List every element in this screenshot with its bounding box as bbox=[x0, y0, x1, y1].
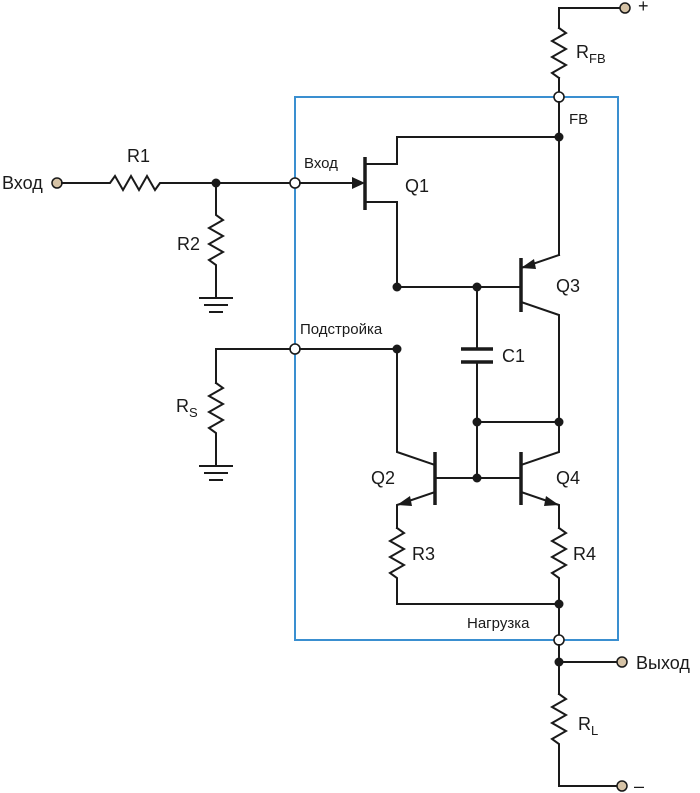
q2-label: Q2 bbox=[371, 468, 395, 488]
output-junction bbox=[554, 657, 564, 667]
q4-label: Q4 bbox=[556, 468, 580, 488]
negative-label: – bbox=[634, 776, 644, 793]
r2-label: R2 bbox=[177, 234, 200, 254]
output-terminal[interactable] bbox=[616, 656, 628, 668]
trim-external-wire bbox=[215, 348, 291, 384]
c1-label: C1 bbox=[502, 346, 525, 366]
input-terminal-label: Вход bbox=[2, 173, 43, 193]
q1-transistor bbox=[299, 136, 398, 288]
fb-pin[interactable] bbox=[553, 91, 565, 103]
ground-icon bbox=[199, 465, 233, 481]
rl-label: RL bbox=[578, 714, 598, 738]
r4-resistor bbox=[549, 526, 569, 605]
q3-transistor bbox=[519, 253, 561, 423]
q1-source-junction bbox=[392, 282, 402, 292]
c1-capacitor bbox=[461, 286, 493, 479]
rs-label: RS bbox=[176, 396, 198, 420]
input-terminal[interactable] bbox=[51, 177, 63, 189]
positive-terminal[interactable] bbox=[619, 2, 631, 14]
r2-resistor bbox=[206, 182, 226, 299]
rs-resistor bbox=[206, 381, 226, 467]
load-pin[interactable] bbox=[553, 634, 565, 646]
output-terminal-label: Выход bbox=[636, 653, 690, 673]
q4-transistor bbox=[519, 421, 560, 529]
trim-pin-label: Подстройка bbox=[300, 321, 383, 338]
rl-resistor bbox=[549, 692, 618, 787]
rfb-label: RFB bbox=[576, 42, 606, 66]
trim-pin[interactable] bbox=[289, 343, 301, 355]
load-pin-label: Нагрузка bbox=[467, 615, 530, 632]
r3-label: R3 bbox=[412, 544, 435, 564]
q2-transistor bbox=[396, 348, 437, 529]
mirror-base-junction bbox=[472, 473, 482, 483]
fb-pin-label: FB bbox=[569, 111, 588, 128]
negative-terminal[interactable] bbox=[616, 780, 628, 792]
r1-label: R1 bbox=[127, 146, 150, 166]
ic-boundary bbox=[294, 96, 619, 641]
q3-label: Q3 bbox=[556, 276, 580, 296]
r3-resistor bbox=[387, 526, 407, 605]
positive-label: + bbox=[638, 0, 649, 16]
ground-icon bbox=[199, 297, 233, 313]
load-junction bbox=[554, 599, 564, 609]
input-pin-label: Вход bbox=[304, 155, 338, 172]
c1-mid-junction bbox=[472, 417, 482, 427]
fb-junction bbox=[554, 132, 564, 142]
input-wire bbox=[61, 173, 291, 193]
q1-label: Q1 bbox=[405, 176, 429, 196]
r4-label: R4 bbox=[573, 544, 596, 564]
input-pin[interactable] bbox=[289, 177, 301, 189]
